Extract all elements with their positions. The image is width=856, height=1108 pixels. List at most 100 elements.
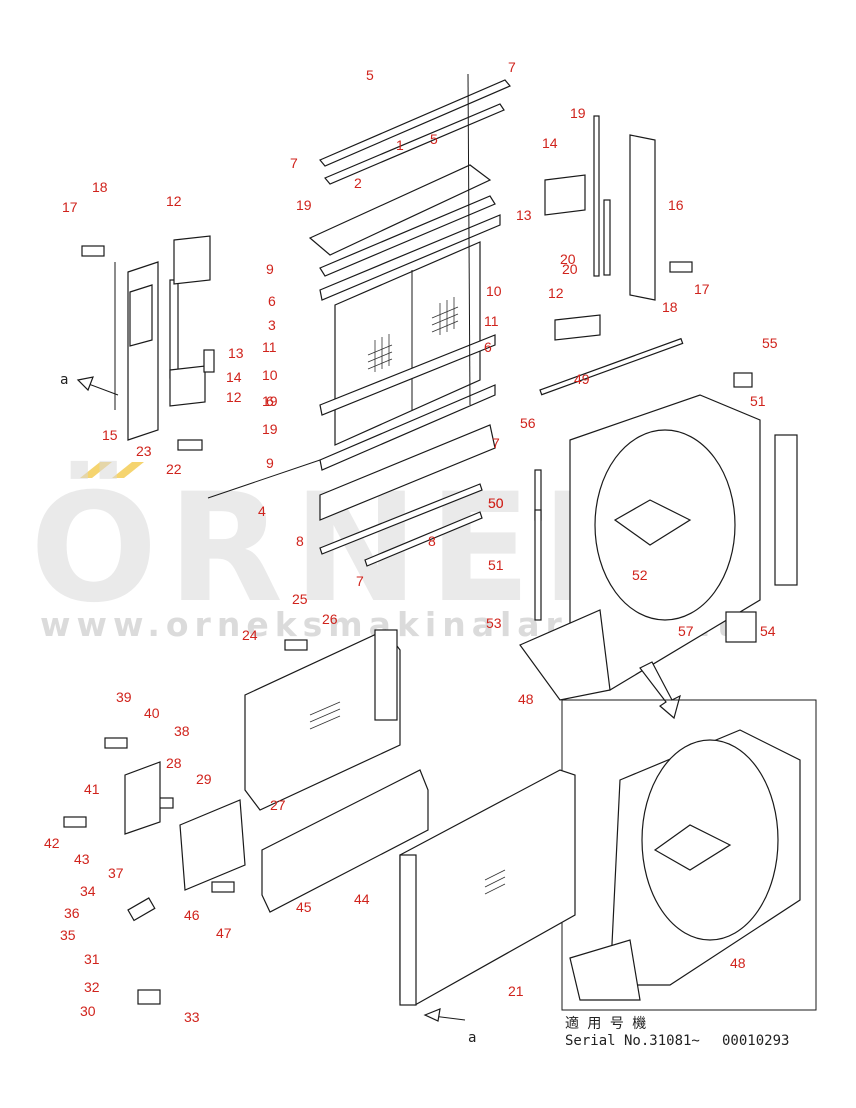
seal-49 [539, 337, 684, 396]
callout-42: 42 [44, 835, 60, 851]
block-55 [733, 372, 753, 388]
callout-41: 41 [84, 781, 100, 797]
callout-57: 57 [678, 623, 694, 639]
callout-19: 19 [570, 105, 586, 121]
callout-19: 19 [262, 393, 278, 409]
callout-2: 2 [354, 175, 362, 191]
left-channel [129, 284, 153, 347]
callout-7: 7 [508, 59, 516, 75]
lower-seal-strip-2 [364, 511, 483, 567]
bracket-41 [124, 761, 161, 835]
callout-28: 28 [166, 755, 182, 771]
callout-10: 10 [486, 283, 502, 299]
top-arrow-head [76, 376, 94, 392]
radiator-side-tank [399, 854, 417, 1006]
callout-45: 45 [296, 899, 312, 915]
detail-base [569, 939, 641, 1001]
right-lower-bracket [554, 314, 601, 341]
callout-15: 15 [102, 427, 118, 443]
right-side-plate [629, 134, 656, 301]
elbow-fitting-30 [137, 989, 161, 1005]
callout-4: 4 [258, 503, 266, 519]
callout-19: 19 [262, 421, 278, 437]
callout-51: 51 [488, 557, 504, 573]
aftercooler-hatch [309, 701, 341, 730]
upper-tank [308, 164, 492, 256]
callout-17: 17 [694, 281, 710, 297]
callout-10: 10 [262, 367, 278, 383]
left-inner-bar [169, 279, 179, 379]
callout-18: 18 [662, 299, 678, 315]
callout-13: 13 [516, 207, 532, 223]
serial-code: 00010293 [722, 1033, 789, 1049]
applicable-label: 適 用 号 機 [565, 1015, 646, 1032]
seal-51-right [774, 434, 798, 586]
bolt-13 [203, 349, 215, 373]
callout-5: 5 [430, 131, 438, 147]
callout-6: 6 [268, 293, 276, 309]
left-lower-bracket [169, 365, 206, 407]
oil-cooler [179, 799, 246, 891]
bolt-25 [284, 639, 308, 651]
radiator-hatch [484, 869, 506, 895]
callout-48: 48 [730, 955, 746, 971]
callout-9: 9 [266, 261, 274, 277]
callout-11: 11 [484, 313, 499, 329]
bolt-right-17 [669, 261, 693, 273]
callout-43: 43 [74, 851, 90, 867]
callout-36: 36 [64, 905, 80, 921]
callout-8: 8 [296, 533, 304, 549]
callout-55: 55 [762, 335, 778, 351]
callout-49: 49 [574, 371, 590, 387]
callout-35: 35 [60, 927, 76, 943]
bolt-46 [211, 881, 235, 893]
callout-19: 19 [296, 197, 312, 213]
aftercooler-pipe [374, 629, 398, 721]
callout-33: 33 [184, 1009, 200, 1025]
callout-53: 53 [486, 615, 502, 631]
callout-25: 25 [292, 591, 308, 607]
callout-34: 34 [80, 883, 96, 899]
shroud-spider [613, 499, 692, 546]
callout-51: 51 [750, 393, 766, 409]
top-view-arrow: a [60, 372, 119, 396]
right-upper-bracket [544, 174, 586, 216]
bolt-22 [177, 439, 203, 451]
callout-12: 12 [548, 285, 564, 301]
callout-50: 50 [488, 495, 504, 511]
serial-block: 適 用 号 機 Serial No.31081~ 00010293 [565, 1015, 789, 1049]
callout-20: 20 [560, 251, 576, 267]
bolt-39 [104, 737, 128, 749]
callout-31: 31 [84, 951, 100, 967]
view-arrow-shape [639, 661, 681, 720]
top-view-label: a [60, 372, 68, 388]
cooler-frame [261, 769, 429, 913]
callout-12: 12 [226, 389, 242, 405]
callout-22: 22 [166, 461, 182, 477]
bottom-view-arrow: a [423, 1008, 476, 1046]
top-seal-strip [319, 79, 511, 167]
callout-23: 23 [136, 443, 152, 459]
callout-44: 44 [354, 891, 370, 907]
callout-16: 16 [668, 197, 684, 213]
radiator-core [334, 241, 481, 446]
callout-40: 40 [144, 705, 160, 721]
callout-7: 7 [290, 155, 298, 171]
callout-48: 48 [518, 691, 534, 707]
callout-56: 56 [520, 415, 536, 431]
callout-24: 24 [242, 627, 258, 643]
callout-14: 14 [226, 369, 242, 385]
callout-11: 11 [262, 339, 277, 355]
callout-30: 30 [80, 1003, 96, 1019]
block-57 [725, 611, 757, 643]
callout-6: 6 [484, 339, 492, 355]
callout-9: 9 [266, 455, 274, 471]
callout-7: 7 [492, 435, 500, 451]
callout-32: 32 [84, 979, 100, 995]
shroud-base [519, 609, 611, 701]
callout-47: 47 [216, 925, 232, 941]
core-hatch-left [367, 334, 393, 372]
view-arrow [639, 661, 681, 720]
